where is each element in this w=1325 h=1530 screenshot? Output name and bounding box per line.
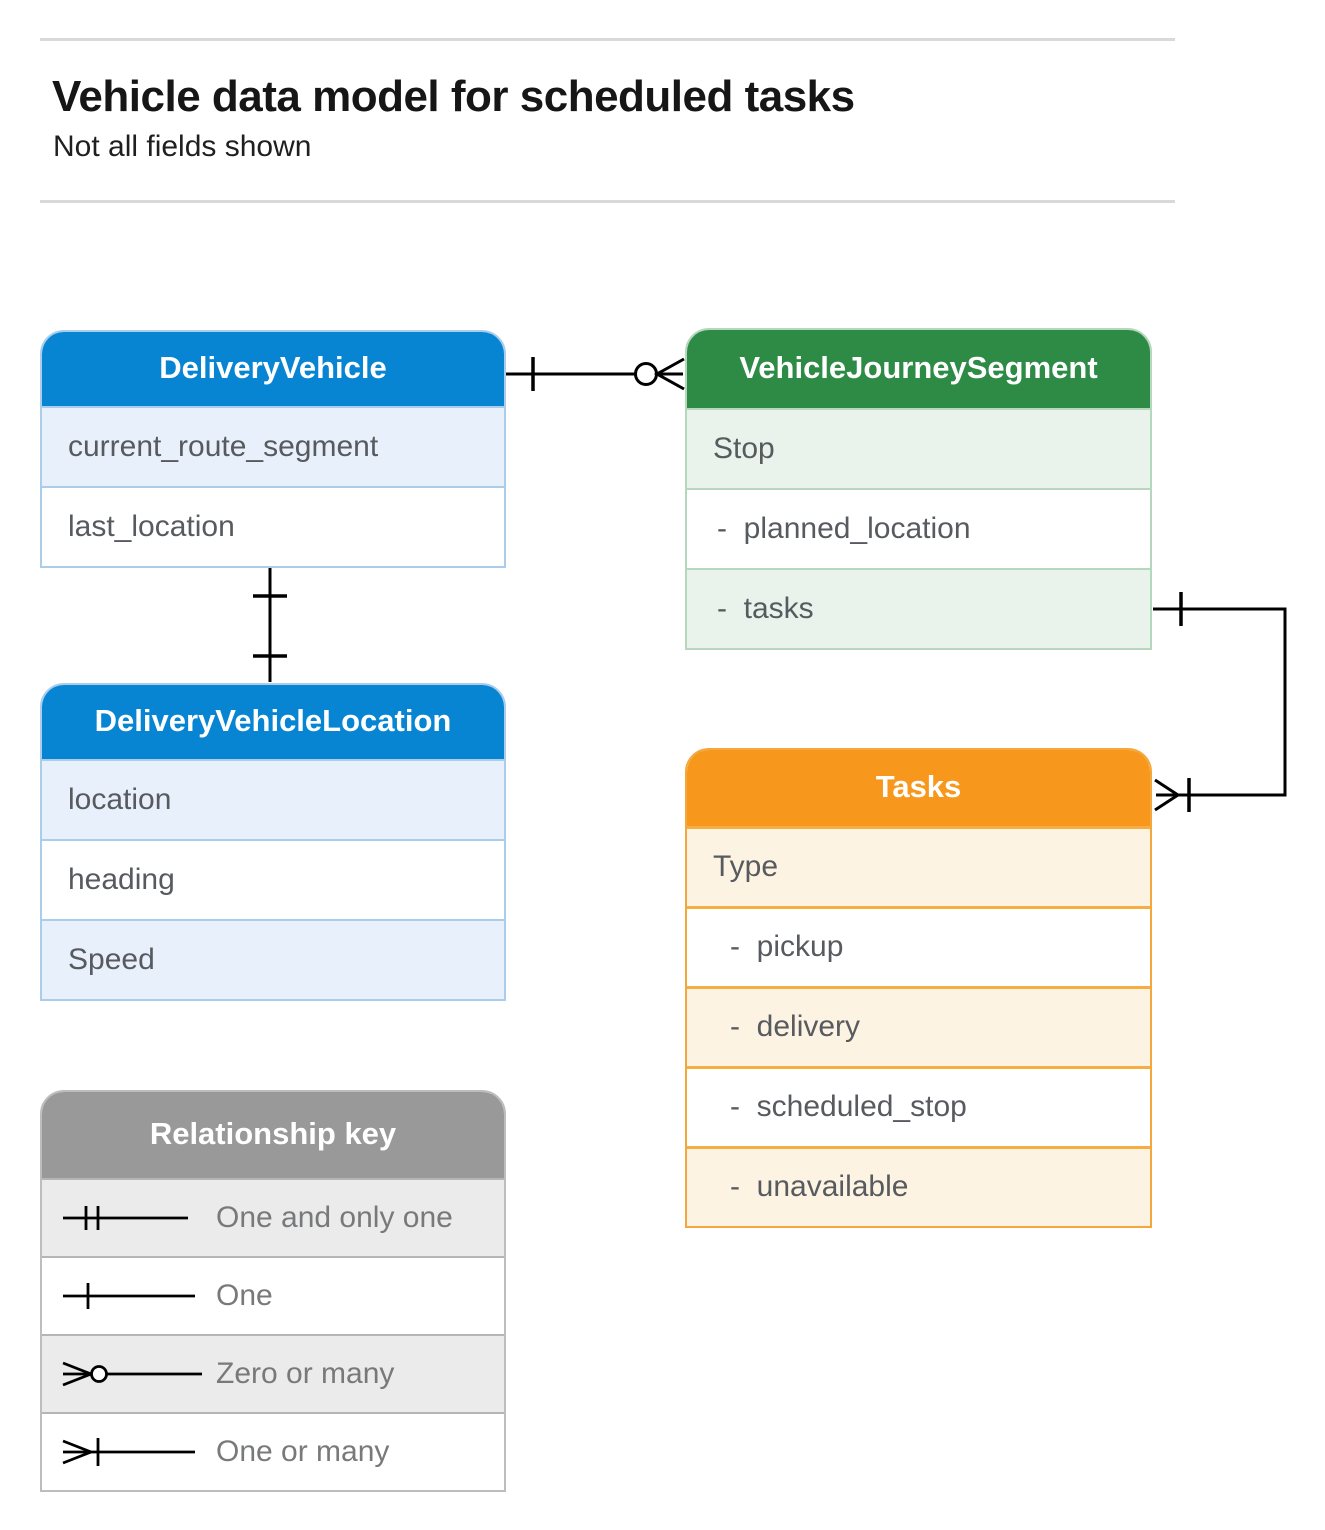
connector-vehicle-to-journeysegment	[506, 357, 685, 391]
field-tasks: - tasks	[687, 567, 1150, 648]
relationship-key-title: Relationship key	[42, 1091, 504, 1178]
entity-delivery-vehicle: DeliveryVehicle current_route_segment la…	[40, 330, 506, 568]
legend-item-zero-or-many: Zero or many	[42, 1333, 504, 1412]
legend-item-one-or-many: One or many	[42, 1411, 504, 1490]
field-stop: Stop	[687, 407, 1150, 488]
entity-delivery-vehicle-location: DeliveryVehicleLocation location heading…	[40, 683, 506, 1001]
zero-or-many-icon	[62, 1361, 202, 1386]
field-location: location	[42, 758, 504, 839]
one-and-only-one-icon	[63, 1205, 188, 1230]
legend-label: One	[216, 1278, 273, 1312]
connector-vehicle-to-location	[253, 566, 287, 682]
one-or-many-icon	[62, 1437, 195, 1466]
entity-tasks: Tasks Type - pickup - delivery - schedul…	[685, 748, 1152, 1228]
entity-tasks-title: Tasks	[687, 749, 1150, 826]
field-heading: heading	[42, 838, 504, 919]
one-icon	[63, 1282, 195, 1309]
field-unavailable: - unavailable	[687, 1145, 1150, 1226]
page-title: Vehicle data model for scheduled tasks	[52, 72, 855, 121]
legend-label: One or many	[216, 1434, 390, 1468]
legend-label: One and only one	[216, 1200, 453, 1234]
relationship-key: Relationship key One and only one One Ze…	[40, 1090, 506, 1492]
entity-vehicle-journey-segment-title: VehicleJourneySegment	[687, 329, 1150, 408]
entity-delivery-vehicle-title: DeliveryVehicle	[42, 331, 504, 406]
field-planned-location: - planned_location	[687, 487, 1150, 568]
field-scheduled-stop: - scheduled_stop	[687, 1065, 1150, 1146]
entity-vehicle-journey-segment: VehicleJourneySegment Stop - planned_loc…	[685, 328, 1152, 650]
field-current-route-segment: current_route_segment	[42, 405, 504, 486]
field-pickup: - pickup	[687, 905, 1150, 986]
legend-item-one: One	[42, 1255, 504, 1334]
field-type: Type	[687, 825, 1150, 906]
legend-item-one-and-only-one: One and only one	[42, 1177, 504, 1256]
connector-journeysegment-to-tasks	[1153, 592, 1287, 812]
field-delivery: - delivery	[687, 985, 1150, 1066]
header-divider	[40, 200, 1175, 203]
entity-delivery-vehicle-location-title: DeliveryVehicleLocation	[42, 684, 504, 759]
top-divider	[40, 38, 1175, 41]
field-last-location: last_location	[42, 485, 504, 566]
legend-label: Zero or many	[216, 1356, 395, 1390]
field-speed: Speed	[42, 918, 504, 999]
page-subtitle: Not all fields shown	[53, 130, 312, 163]
